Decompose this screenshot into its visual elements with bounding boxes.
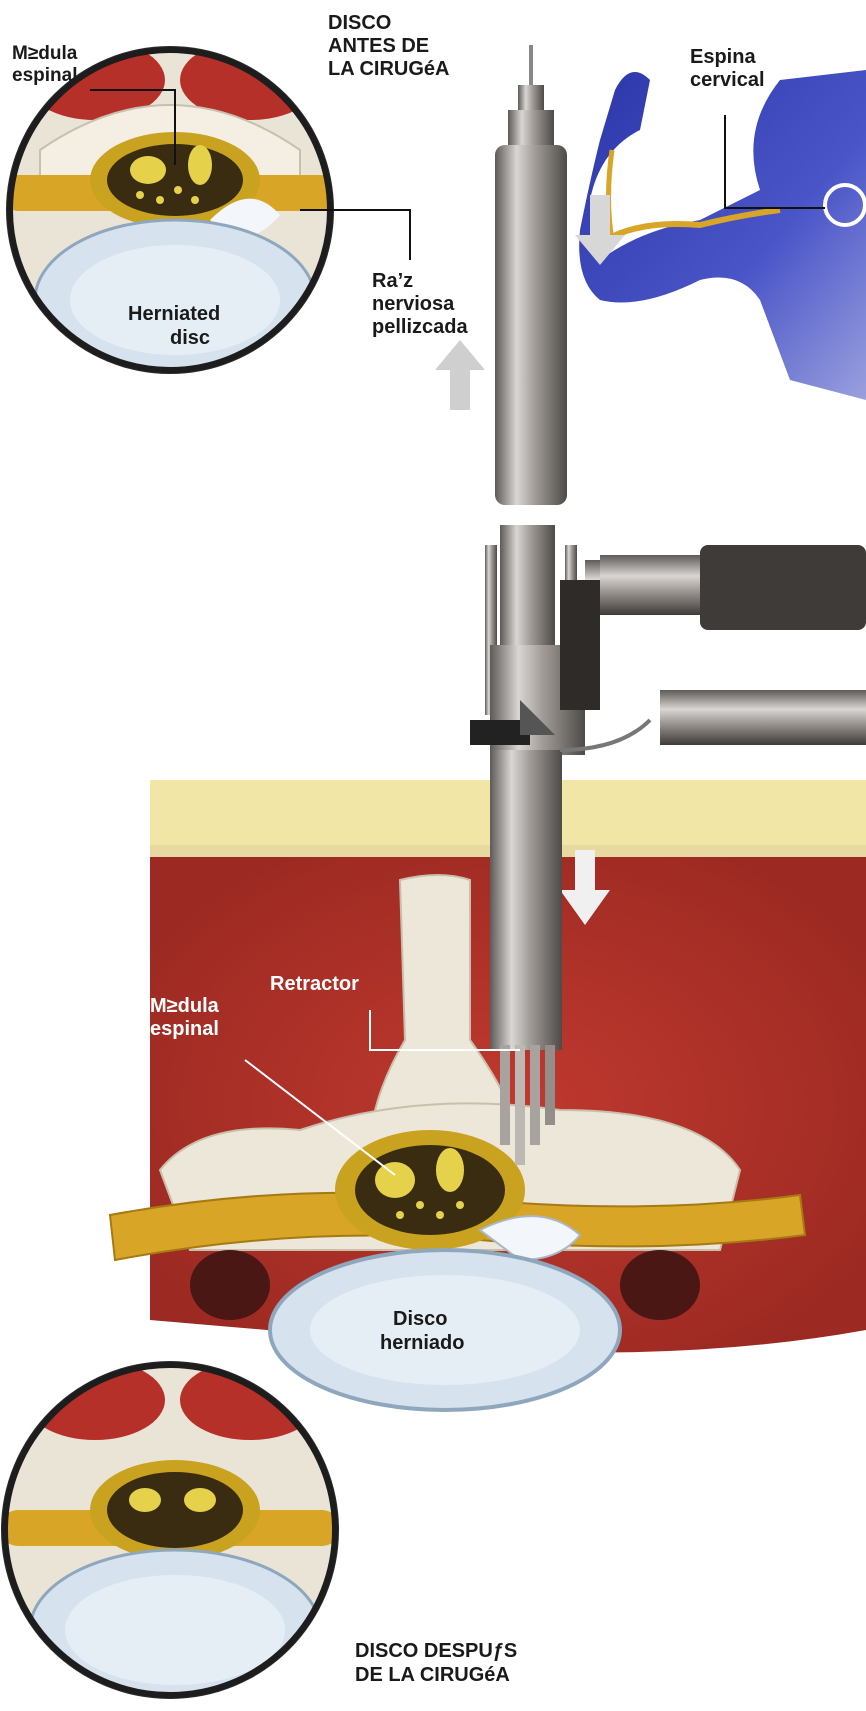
label-disco-antes-1: DISCO — [328, 12, 391, 35]
tissue-scene — [110, 780, 866, 1410]
label-disco-herniado-1: Disco — [393, 1308, 447, 1331]
label-disco-herniado-2: herniado — [380, 1332, 464, 1355]
label-raiz-2: nerviosa — [372, 293, 454, 316]
label-raiz-1: Ra’z — [372, 270, 413, 293]
label-medula-mid-1: M≥dula — [150, 995, 219, 1018]
label-medula-top-2: espinal — [12, 64, 77, 87]
label-raiz-3: pellizcada — [372, 316, 468, 339]
label-herniated-2: disc — [170, 327, 210, 350]
label-herniated-1: Herniated — [128, 303, 220, 326]
label-despues-1: DISCO DESPUƒS — [355, 1640, 517, 1663]
label-retractor: Retractor — [270, 973, 359, 996]
dilator-tube-top — [495, 45, 567, 505]
label-medula-top-1: M≥dula — [12, 42, 77, 65]
label-espina-2: cervical — [690, 69, 765, 92]
up-arrow-icon — [435, 340, 485, 410]
label-disco-antes-2: ANTES DE — [328, 35, 429, 58]
label-medula-mid-2: espinal — [150, 1018, 219, 1041]
label-despues-2: DE LA CIRUGéA — [355, 1664, 510, 1687]
label-disco-antes-3: LA CIRUGéA — [328, 58, 449, 81]
label-espina-1: Espina — [690, 46, 756, 69]
inset-after-surgery — [0, 1360, 340, 1710]
